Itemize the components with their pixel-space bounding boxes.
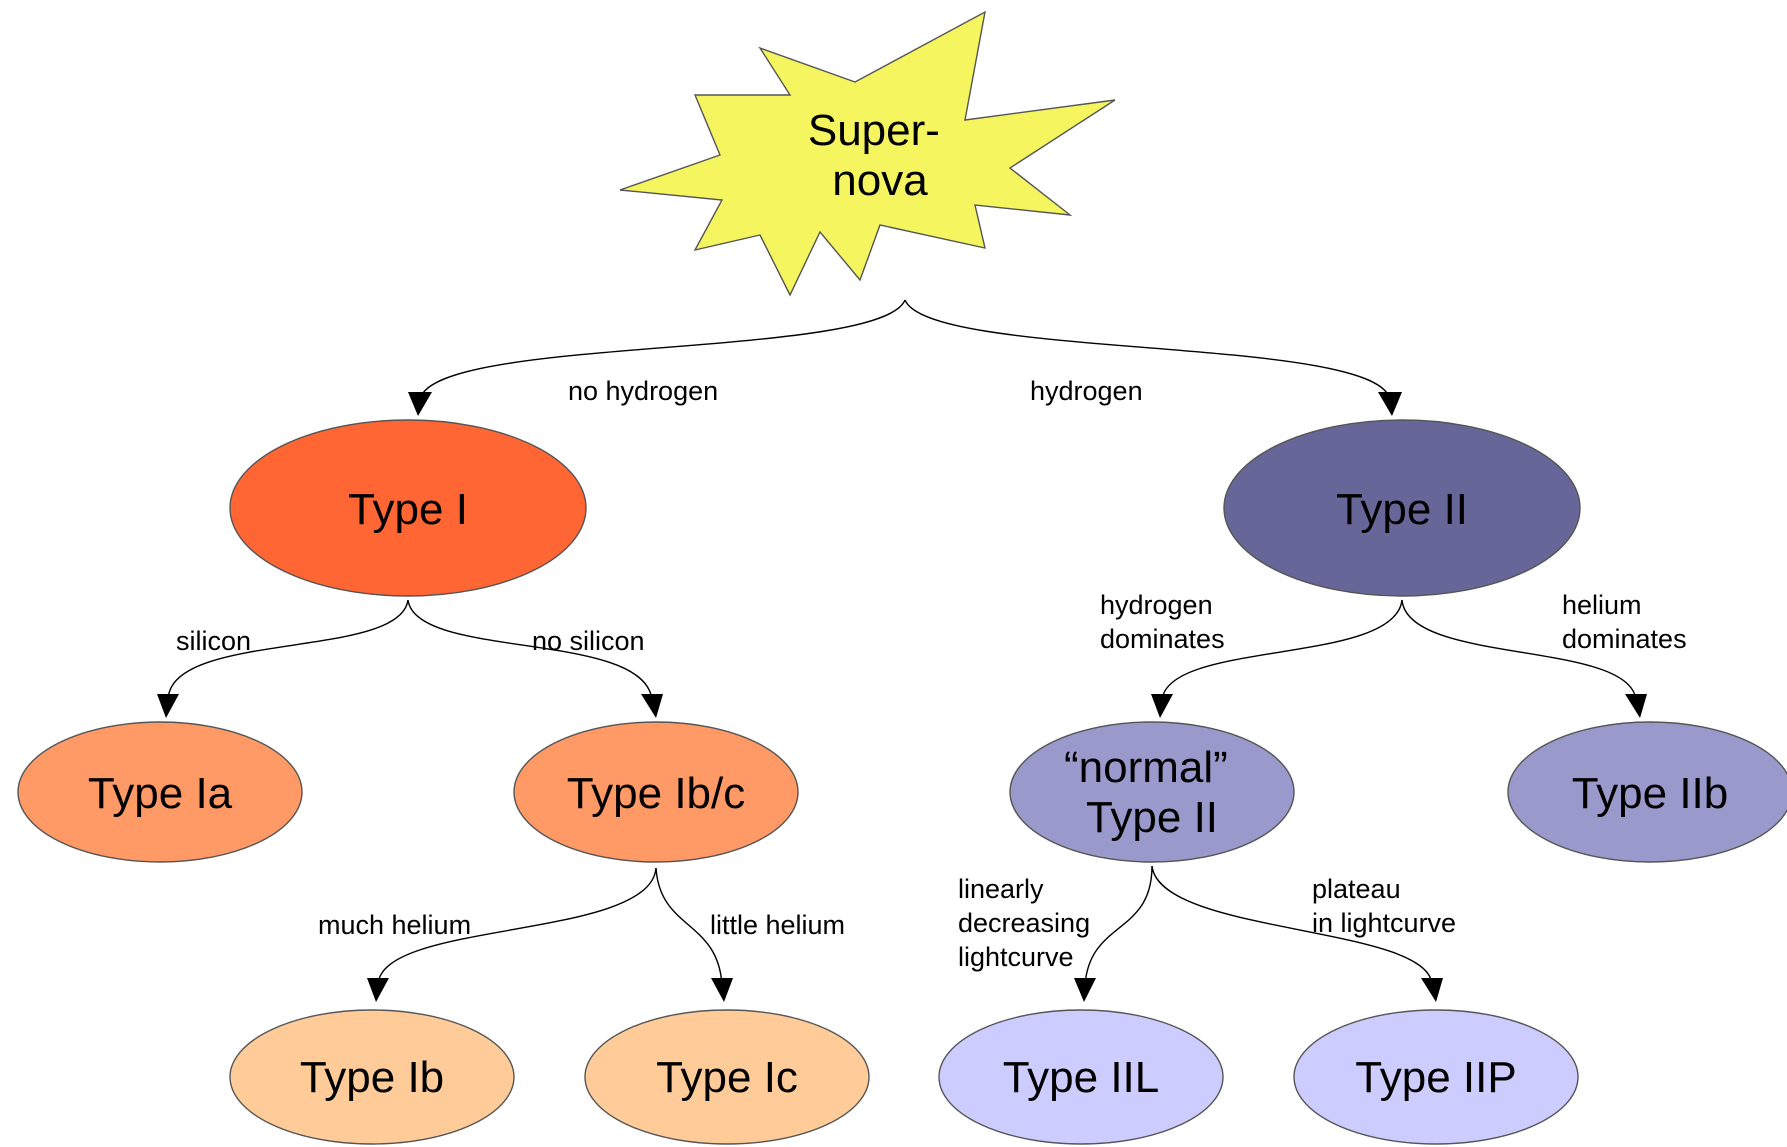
edge-supernova-to-type-i xyxy=(419,299,906,401)
arrowhead-type-iip xyxy=(1421,978,1443,1002)
node-type-ibc: Type Ib/c xyxy=(513,721,799,863)
node-type-iip: Type IIP xyxy=(1293,1009,1579,1145)
node-type-ic-label: Type Ic xyxy=(656,1053,798,1102)
arrowhead-type-i xyxy=(408,392,432,416)
node-type-iib-label: Type IIb xyxy=(1572,769,1729,818)
node-type-i: Type I xyxy=(229,419,587,597)
edge-label-hydrogen: hydrogen xyxy=(1030,376,1143,406)
node-type-ic: Type Ic xyxy=(584,1009,870,1145)
edge-type-ibc-to-type-ib xyxy=(377,867,657,986)
node-type-ii: Type II xyxy=(1223,419,1581,597)
node-type-iil-label: Type IIL xyxy=(1003,1053,1160,1102)
arrowhead-normal-type-ii xyxy=(1151,694,1173,718)
arrowhead-type-iil xyxy=(1074,978,1096,1002)
node-supernova-label: Super- nova xyxy=(808,106,952,205)
node-type-iip-label: Type IIP xyxy=(1355,1053,1516,1102)
node-type-ib-label: Type Ib xyxy=(300,1053,444,1102)
edge-label-no-silicon: no silicon xyxy=(532,626,645,656)
node-type-ic-ellipse xyxy=(584,1009,870,1145)
edge-label-linearly-decreasing: linearly decreasing lightcurve xyxy=(958,874,1098,972)
node-type-i-label: Type I xyxy=(348,485,468,534)
edge-label-much-helium: much helium xyxy=(318,910,471,940)
arrowhead-type-ibc xyxy=(641,694,663,718)
edge-label-helium-dominates: helium dominates xyxy=(1562,590,1687,654)
node-type-iip-ellipse xyxy=(1293,1009,1579,1145)
node-normal-type-ii-ellipse xyxy=(1009,721,1295,863)
node-type-iil: Type IIL xyxy=(938,1009,1224,1145)
arrowhead-type-ib xyxy=(367,978,389,1002)
node-type-iib: Type IIb xyxy=(1507,721,1787,863)
arrowhead-type-iib xyxy=(1625,694,1647,718)
node-type-ii-label: Type II xyxy=(1336,485,1468,534)
edge-label-little-helium: little helium xyxy=(710,910,845,940)
node-type-i-ellipse xyxy=(229,419,587,597)
node-type-ia-label: Type Ia xyxy=(88,769,233,818)
node-normal-type-ii: “normal” Type II xyxy=(1009,721,1295,863)
arrowhead-type-ia xyxy=(157,694,179,718)
edge-labels: no hydrogen hydrogen silicon no silicon … xyxy=(176,376,1687,972)
edge-type-ii-to-normal xyxy=(1161,599,1403,701)
edge-label-silicon: silicon xyxy=(176,626,251,656)
edge-normal-to-type-iip xyxy=(1151,865,1433,986)
node-type-ib: Type Ib xyxy=(229,1009,515,1145)
edge-type-i-to-type-ibc xyxy=(407,599,653,701)
nodes: Super- nova Type I Type II Type Ia Type … xyxy=(17,10,1787,1145)
node-type-ib-ellipse xyxy=(229,1009,515,1145)
edge-label-hydrogen-dominates: hydrogen dominates xyxy=(1100,590,1225,654)
node-normal-type-ii-label: “normal” Type II xyxy=(1064,743,1240,842)
edge-type-i-to-type-ia xyxy=(167,599,409,701)
node-type-ii-ellipse xyxy=(1223,419,1581,597)
edge-type-ii-to-type-iib xyxy=(1401,599,1637,701)
edge-supernova-to-type-ii xyxy=(904,299,1391,401)
node-type-ibc-label: Type Ib/c xyxy=(567,769,746,818)
edge-type-ibc-to-type-ic xyxy=(655,867,723,986)
node-supernova: Super- nova xyxy=(619,10,1116,297)
edge-normal-to-type-iil xyxy=(1084,865,1153,986)
edges xyxy=(157,299,1647,1002)
node-type-ia-ellipse xyxy=(17,721,303,863)
node-type-ibc-ellipse xyxy=(513,721,799,863)
edge-label-plateau: plateau in lightcurve xyxy=(1312,874,1456,938)
arrowhead-type-ic xyxy=(711,978,733,1002)
arrowhead-type-ii xyxy=(1378,392,1402,416)
node-type-iib-ellipse xyxy=(1507,721,1787,863)
node-type-iil-ellipse xyxy=(938,1009,1224,1145)
node-type-ia: Type Ia xyxy=(17,721,303,863)
star-burst-icon xyxy=(619,10,1116,297)
edge-label-no-hydrogen: no hydrogen xyxy=(568,376,718,406)
